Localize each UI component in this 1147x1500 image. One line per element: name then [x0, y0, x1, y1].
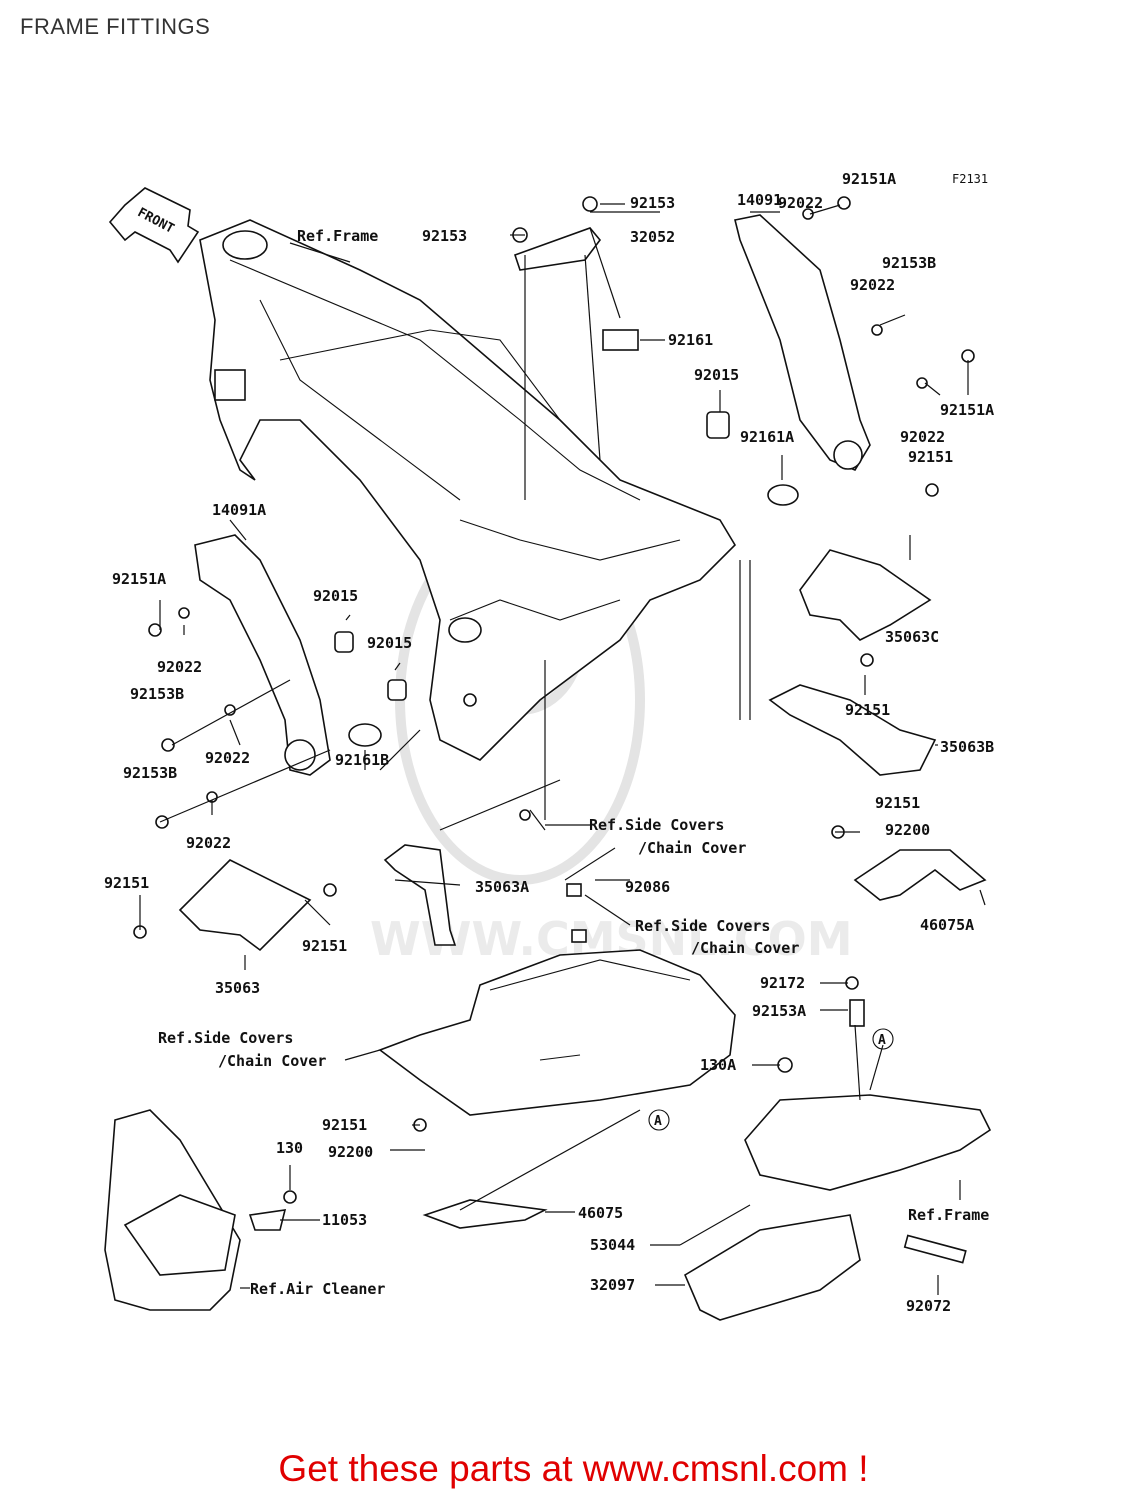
footpeg-bracket-14091-part: [706, 196, 975, 506]
callout-label: 92151A: [112, 570, 166, 588]
callout-labels: Ref.Frame 92153 92153 32052 92161 14091 …: [104, 170, 994, 1315]
callout-label: 92153B: [882, 254, 936, 272]
callout-label: 92022: [205, 749, 250, 767]
callout-label: 35063C: [885, 628, 939, 646]
callout-label: 92015: [694, 366, 739, 384]
callout-label: 92151: [875, 794, 920, 812]
callout-label: 92022: [186, 834, 231, 852]
callout-label: 130A: [700, 1056, 736, 1074]
callout-label: /Chain Cover: [691, 939, 799, 957]
leader-lines: [139, 203, 986, 1295]
callout-label: 32097: [590, 1276, 635, 1294]
callout-label: Ref.Frame: [908, 1206, 989, 1224]
figure-code: F2131: [952, 172, 988, 186]
bracket-35063-part: [133, 859, 312, 952]
callout-label: 92072: [906, 1297, 951, 1315]
callout-label: 92153: [422, 227, 467, 245]
callout-label: A: [654, 1114, 662, 1129]
front-arrow-icon: FRONT: [108, 187, 200, 264]
callout-label: 35063B: [940, 738, 994, 756]
callout-label: Ref.Side Covers: [589, 816, 724, 834]
callout-label: 14091: [737, 191, 782, 209]
side-cover-part: [378, 949, 736, 1116]
callout-label: 92161: [668, 331, 713, 349]
callout-label: 92153: [630, 194, 675, 212]
callout-label: 92151: [104, 874, 149, 892]
callout-label: 92161B: [335, 751, 389, 769]
footer-cta-link[interactable]: Get these parts at www.cmsnl.com !: [278, 1448, 869, 1489]
callout-label: 92022: [900, 428, 945, 446]
callout-label: 92022: [850, 276, 895, 294]
callout-label: A: [878, 1033, 886, 1048]
callout-label: Ref.Frame: [297, 227, 378, 245]
callout-label: 92153A: [752, 1002, 806, 1020]
callout-label: 92161A: [740, 428, 794, 446]
callout-label: 92151A: [940, 401, 994, 419]
air-cleaner-part: [104, 1109, 297, 1311]
callout-label: 46075: [578, 1204, 623, 1222]
callout-label: 92172: [760, 974, 805, 992]
callout-label: 35063A: [475, 878, 529, 896]
callout-label: Ref.Air Cleaner: [250, 1280, 385, 1298]
footpeg-bracket-14091A-part: [148, 534, 407, 829]
fasteners-middle-part: [519, 809, 865, 1073]
callout-label: 92151: [908, 448, 953, 466]
callout-label: 92022: [157, 658, 202, 676]
bracket-35063A-part: [323, 844, 457, 946]
callout-label: 92015: [313, 587, 358, 605]
callout-label: 46075A: [920, 916, 974, 934]
callout-label: 14091A: [212, 501, 266, 519]
bracket-35063B-part: [768, 653, 937, 776]
callout-label: Ref.Side Covers: [635, 917, 770, 935]
callout-label: 92151: [302, 937, 347, 955]
callout-label: 92015: [367, 634, 412, 652]
callout-label: 92086: [625, 878, 670, 896]
bracket-32052-part: [512, 196, 639, 351]
callout-label: 92022: [778, 194, 823, 212]
callout-label: 92200: [328, 1143, 373, 1161]
callout-label: Ref.Side Covers: [158, 1029, 293, 1047]
callout-label: 11053: [322, 1211, 367, 1229]
page-title: FRAME FITTINGS: [20, 14, 211, 39]
main-frame-part: [199, 219, 737, 761]
bracket-35063C-part: [799, 483, 939, 641]
callout-label: 32052: [630, 228, 675, 246]
bracket-46075A-part: [853, 849, 987, 901]
callout-label: 92151: [322, 1116, 367, 1134]
callout-label: 92153B: [130, 685, 184, 703]
callout-label: 130: [276, 1139, 303, 1157]
callout-label: 53044: [590, 1236, 635, 1254]
callout-label: 92151: [845, 701, 890, 719]
callout-label: 92200: [885, 821, 930, 839]
callout-label: 92151A: [842, 170, 896, 188]
callout-label: /Chain Cover: [638, 839, 746, 857]
callout-label: 35063: [215, 979, 260, 997]
callout-label: /Chain Cover: [218, 1052, 326, 1070]
callout-label: 92153B: [123, 764, 177, 782]
rear-tray-part: [679, 1094, 992, 1321]
